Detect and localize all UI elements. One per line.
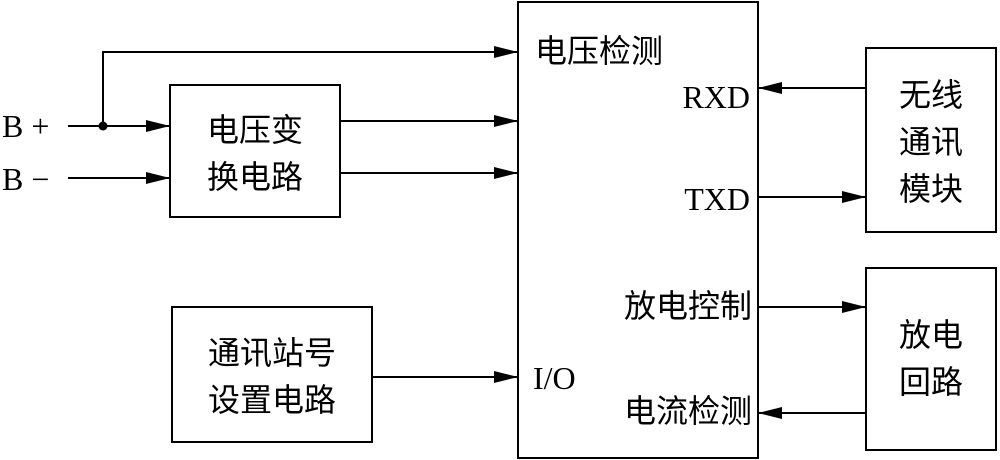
terminal-b-minus-label: B − (2, 161, 49, 197)
wireless-module-label-line3: 模块 (899, 170, 963, 208)
voltage-converter-label-line1: 电压变 (207, 111, 303, 149)
current-detect-label: 电流检测 (624, 392, 752, 430)
terminal-b-plus-label: B + (2, 108, 49, 144)
wireless-module-label-line1: 无线 (899, 76, 963, 114)
voltage-converter-block (169, 84, 341, 218)
discharge-loop-label-line2: 回路 (899, 363, 963, 401)
controller-block (517, 1, 759, 459)
io-label: I/O (533, 360, 576, 396)
discharge-loop-label-line1: 放电 (899, 316, 963, 354)
wire-b-plus-to-voltage-detect (102, 46, 518, 126)
station-number-label-line1: 通讯站号 (208, 334, 336, 372)
wireless-module-block (865, 47, 997, 233)
station-number-block (171, 306, 373, 443)
wireless-module-label-line2: 通讯 (899, 123, 963, 161)
discharge-control-label: 放电控制 (624, 287, 752, 325)
rxd-label: RXD (682, 79, 750, 115)
voltage-converter-label-line2: 换电路 (207, 158, 303, 196)
discharge-loop-block (865, 267, 997, 451)
station-number-label-line2: 设置电路 (208, 381, 336, 419)
voltage-detect-label: 电压检测 (535, 32, 663, 70)
txd-label: TXD (684, 181, 750, 217)
